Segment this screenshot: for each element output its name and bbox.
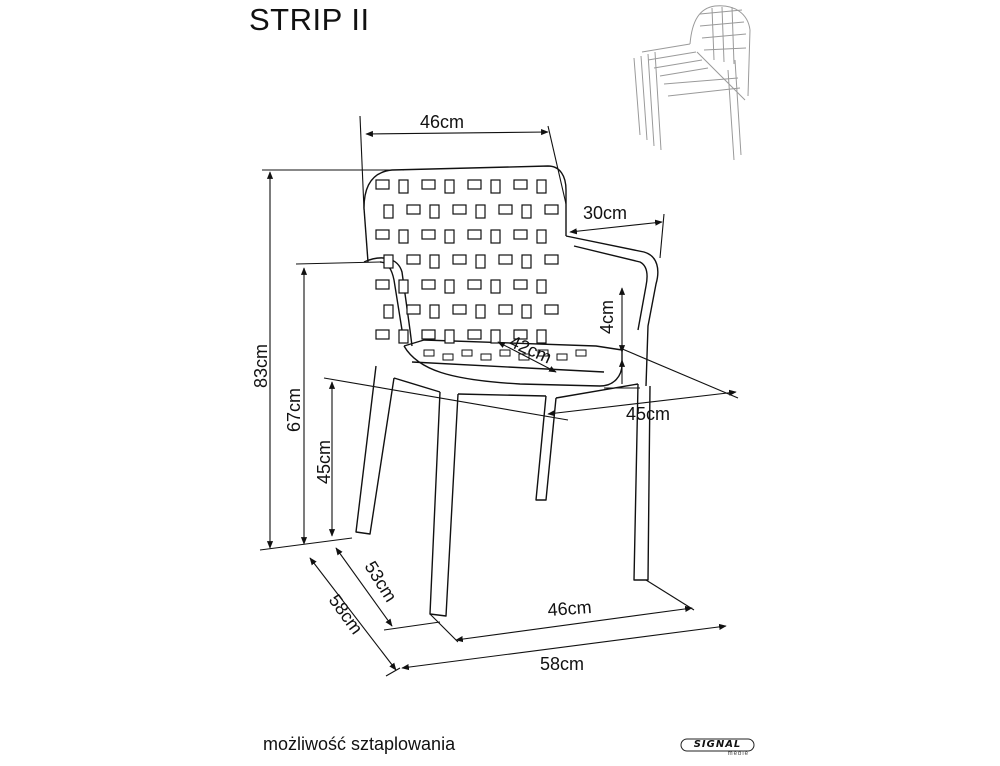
dim-seat-height: 45cm (314, 440, 334, 484)
weave-cell (490, 179, 501, 194)
seat-weave-cell (556, 353, 568, 361)
weave-cell (421, 229, 436, 240)
dim-back-width: 46cm (420, 112, 464, 132)
weave-cell (490, 329, 501, 344)
weave-cell (444, 279, 455, 294)
logo-frame-icon (680, 738, 755, 752)
weave-cell (383, 254, 394, 269)
backrest-weave-pattern (375, 179, 559, 344)
weave-cell (475, 204, 486, 219)
weave-cell (429, 204, 440, 219)
weave-cell (406, 204, 421, 215)
seat-weave-cell (461, 349, 473, 357)
weave-cell (521, 254, 532, 269)
dimension-lines (259, 115, 739, 677)
weave-cell (444, 329, 455, 344)
weave-cell (375, 279, 390, 290)
weave-cell (375, 229, 390, 240)
weave-cell (375, 179, 390, 190)
weave-cell (544, 304, 559, 315)
weave-cell (513, 179, 528, 190)
weave-cell (498, 254, 513, 265)
dim-armrest-floor-height: 67cm (284, 388, 304, 432)
weave-cell (467, 329, 482, 340)
weave-cell (398, 179, 409, 194)
weave-cell (406, 254, 421, 265)
weave-cell (444, 179, 455, 194)
dim-leg-width: 46cm (547, 597, 592, 620)
weave-cell (490, 229, 501, 244)
weave-cell (452, 254, 467, 265)
dim-total-width: 58cm (540, 654, 584, 674)
weave-cell (375, 329, 390, 340)
weave-cell (475, 254, 486, 269)
weave-cell (513, 279, 528, 290)
stacking-caption: możliwość sztaplowania (263, 734, 456, 754)
weave-cell (521, 304, 532, 319)
weave-cell (421, 179, 436, 190)
weave-cell (421, 279, 436, 290)
weave-cell (452, 304, 467, 315)
weave-cell (421, 329, 436, 340)
seat-weave-cell (442, 353, 454, 361)
weave-cell (383, 304, 394, 319)
dim-armrest-height: 4cm (597, 300, 617, 334)
seat-weave-cell (423, 349, 435, 357)
weave-cell (452, 204, 467, 215)
weave-cell (467, 179, 482, 190)
weave-cell (475, 304, 486, 319)
dim-seat-depth: 42cm (506, 331, 554, 367)
weave-cell (521, 204, 532, 219)
weave-cell (398, 229, 409, 244)
dim-leg-depth: 53cm (361, 558, 401, 606)
logo-sub: meble (727, 751, 749, 757)
dim-total-height: 83cm (251, 344, 271, 388)
seat-weave-cell (575, 349, 587, 357)
weave-cell (444, 229, 455, 244)
weave-cell (490, 279, 501, 294)
weave-cell (513, 229, 528, 240)
dim-seat-width: 45cm (626, 404, 670, 424)
logo-name: SIGNAL (693, 739, 742, 750)
weave-cell (544, 204, 559, 215)
weave-cell (536, 279, 547, 294)
weave-cell (498, 204, 513, 215)
product-title: STRIP II (249, 2, 370, 37)
seat-weave-cell (499, 349, 511, 357)
weave-cell (398, 279, 409, 294)
weave-cell (536, 229, 547, 244)
weave-cell (467, 279, 482, 290)
weave-cell (398, 329, 409, 344)
weave-cell (544, 254, 559, 265)
seat-weave-cell (480, 353, 492, 361)
weave-cell (536, 179, 547, 194)
dim-armrest-depth: 30cm (583, 203, 627, 223)
weave-cell (429, 304, 440, 319)
weave-cell (498, 304, 513, 315)
stacked-chairs-sketch (633, 5, 751, 161)
seat-weave-pattern (423, 349, 587, 361)
weave-cell (406, 304, 421, 315)
brand-logo: SIGNAL meble (680, 738, 755, 760)
weave-cell (467, 229, 482, 240)
weave-cell (429, 254, 440, 269)
dim-total-depth: 58cm (325, 591, 367, 638)
weave-cell (513, 329, 528, 340)
weave-cell (383, 204, 394, 219)
